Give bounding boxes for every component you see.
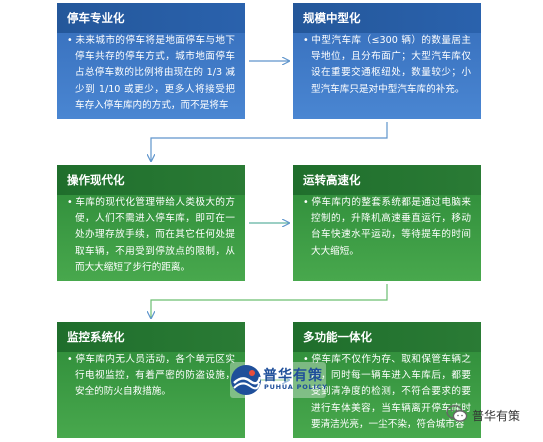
card-title: 运转高速化 — [303, 173, 361, 187]
logo-text-cn: 普华有策 — [263, 368, 323, 384]
card-title: 停车专业化 — [67, 11, 125, 25]
card-text: •未来城市的停车将是地面停车与地下停车共存的停车方式，城市地面停车占总停车数的比… — [67, 35, 235, 111]
card-title: 规模中型化 — [303, 11, 361, 25]
bullet-icon: • — [303, 197, 309, 208]
puhua-logo: 普华有策 PUHUA POLICY — [230, 362, 328, 398]
card-text: •停车库内的整套系统都是通过电脑来控制的，升降机高速垂直运行，移动台车快速水平运… — [303, 197, 471, 257]
logo-text-en: PUHUA POLICY — [264, 383, 328, 391]
bullet-icon: • — [67, 354, 73, 365]
arrow-4-to-5 — [151, 284, 388, 318]
card-modern-operation: 操作现代化 •车库的现代化管理带给人类极大的方便，人们不需进入停车库，即可在一处… — [57, 165, 245, 281]
bullet-icon: • — [67, 197, 73, 208]
card-multifunction: 多功能一体化 •停车库不仅作为存、取和保管车辆之用，同时每一辆车进入车库后，都要… — [293, 322, 481, 438]
logo-mark-icon — [231, 365, 262, 395]
card-monitoring: 监控系统化 •停车库内无人员活动，各个单元区实行电视监控，有着严密的防盗设施，安… — [57, 322, 245, 438]
bullet-icon: • — [67, 35, 73, 46]
card-title: 操作现代化 — [67, 173, 125, 187]
card-text: •停车库不仅作为存、取和保管车辆之用，同时每一辆车进入车库后，都要受到清净度的检… — [303, 354, 471, 430]
card-text: •中型汽车库（≤300 辆）的数量居主导地位，且分布面广；大型汽车库仅设在重要交… — [303, 35, 471, 95]
arrow-2-to-3 — [151, 122, 388, 161]
wechat-icon — [446, 405, 468, 422]
card-parking-specialization: 停车专业化 •未来城市的停车将是地面停车与地下停车共存的停车方式，城市地面停车占… — [57, 3, 245, 119]
card-text: •车库的现代化管理带给人类极大的方便，人们不需进入停车库，即可在一处办理存放手续… — [67, 197, 235, 273]
bullet-icon: • — [303, 35, 309, 46]
bullet-icon: • — [303, 354, 309, 365]
card-mid-scale: 规模中型化 •中型汽车库（≤300 辆）的数量居主导地位，且分布面广；大型汽车库… — [293, 3, 481, 119]
card-high-speed: 运转高速化 •停车库内的整套系统都是通过电脑来控制的，升降机高速垂直运行，移动台… — [293, 165, 481, 281]
card-title: 多功能一体化 — [303, 330, 372, 344]
card-title: 监控系统化 — [67, 330, 125, 344]
watermark-text: 普华有策 — [472, 409, 521, 423]
card-text: •停车库内无人员活动，各个单元区实行电视监控，有着严密的防盗设施，安全的防火自救… — [67, 354, 235, 398]
